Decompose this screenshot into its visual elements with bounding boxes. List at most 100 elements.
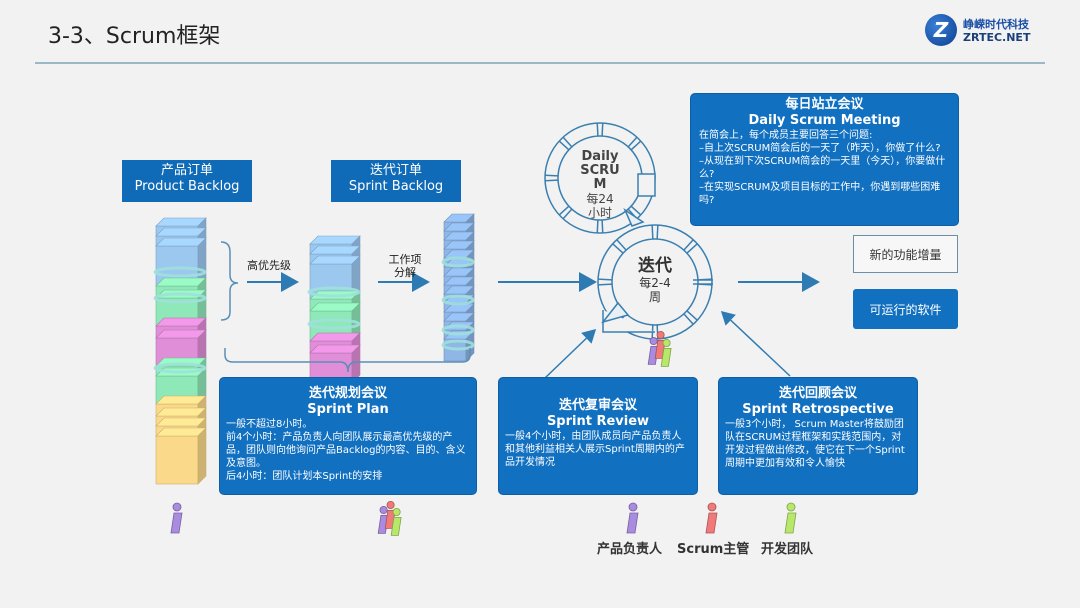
iteration-line3: 周 — [648, 290, 661, 304]
cycle-tick — [545, 179, 559, 182]
stack-ring — [153, 266, 207, 278]
role-label-dev-team: 开发团队 — [761, 542, 814, 557]
work-item-label-2: 分解 — [394, 266, 416, 279]
daily-line4: 每24 — [586, 192, 614, 206]
sprint-backlog-header: 迭代订单 Sprint Backlog — [331, 160, 461, 202]
cycle-tick — [651, 225, 654, 240]
product-backlog-cn: 产品订单 — [160, 163, 213, 178]
daily-meeting-line: –在实现SCRUM及项目目标的工作中，你遇到哪些困难吗? — [699, 182, 941, 206]
stack-block — [155, 435, 199, 485]
software-box: 可运行的软件 — [853, 289, 958, 329]
sprint-plan-box: 迭代规划会议 Sprint Plan 一般不超过8小时。 前4个小时：产品负责人… — [219, 377, 477, 495]
sprint-retro-box: 迭代回顾会议 Sprint Retrospective 一般3个小时， Scru… — [718, 377, 918, 495]
cycle-tick — [598, 278, 613, 281]
daily-line1: Daily — [581, 149, 619, 164]
cycle-tick — [656, 225, 659, 240]
daily-line3: M — [593, 177, 607, 192]
stack-block-top — [155, 317, 207, 327]
stack-block-top — [155, 427, 207, 437]
stack-block-top — [309, 235, 361, 245]
logo-name-en: ZRTEC.NET — [963, 31, 1031, 44]
cycle-tick — [616, 239, 627, 251]
sprint-plan-line: 一般不超过8小时。 — [226, 419, 313, 430]
retro-arrow — [720, 310, 791, 377]
sprint-backlog-stack — [307, 235, 361, 384]
company-logo: Z 峥嵘时代科技 ZRTEC.NET — [925, 14, 1050, 48]
cycle-tick — [558, 140, 570, 151]
sprint-retro-title-cn: 迭代回顾会议 — [778, 386, 857, 401]
daily-meeting-line: 在简会上，每个成员主要回答三个问题: — [699, 130, 873, 141]
daily-line5: 小时 — [587, 206, 612, 220]
sprint-retro-title-en: Sprint Retrospective — [742, 402, 894, 417]
stack-block-top — [155, 237, 207, 247]
high-priority-label: 高优先级 — [247, 259, 291, 272]
cycle-tick — [558, 205, 570, 216]
work-item-label-1: 工作项 — [388, 253, 422, 266]
stack-block-top — [155, 217, 207, 227]
product-backlog-stack — [153, 217, 207, 485]
cycle-tick — [630, 205, 642, 216]
stack-ring — [153, 362, 207, 374]
sprint-plan-title-cn: 迭代规划会议 — [308, 386, 387, 401]
daily-meeting-line: –自上次SCRUM简会后的一天了（昨天），你做了什么? — [699, 143, 941, 154]
stack-ring — [441, 324, 475, 336]
daily-line2: SCRU — [580, 163, 620, 178]
daily-meeting-line: –从现在到下次SCRUM简会的一天里（今天），你要做什么? — [699, 156, 946, 180]
stack-block-side — [197, 427, 207, 485]
cycle-tick — [596, 123, 599, 137]
cycle-tick — [601, 123, 604, 137]
stack-block-top — [309, 302, 361, 312]
cycle-tick — [601, 219, 604, 233]
stack-block-top — [309, 332, 361, 342]
review-arrow — [544, 328, 597, 379]
iteration-text: 迭代 每2-4 周 — [620, 256, 690, 304]
role-label-product-owner: 产品负责人 — [597, 542, 663, 557]
cycle-tick — [627, 136, 638, 148]
stack-block-top — [155, 395, 207, 405]
daily-scrum-meeting-box: 每日站立会议 Daily Scrum Meeting 在简会上，每个成员主要回答… — [690, 93, 959, 226]
stack-block-top — [309, 344, 361, 354]
sprint-backlog-en: Sprint Backlog — [348, 179, 444, 194]
title-divider — [35, 62, 1045, 64]
daily-scrum-text: Daily SCRU M 每24 小时 — [570, 149, 630, 221]
cycle-tick — [562, 208, 573, 220]
cycle-tick — [562, 136, 573, 148]
stack-block-top — [309, 255, 361, 265]
planning-bracket — [224, 348, 471, 373]
sprint-plan-line: 前4个小时：产品负责人向团队展示最高优先级的产品，团队则向他询问产品Backlo… — [226, 432, 466, 469]
cycle-tick — [686, 243, 698, 254]
task-stack — [441, 213, 475, 362]
sprint-retro-line: 一般3个小时， Scrum Master将鼓励团队在SCRUM过程框架和实践范围… — [725, 419, 905, 469]
page-title: 3-3、Scrum框架 — [48, 24, 221, 49]
logo-name-cn: 峥嵘时代科技 — [963, 18, 1029, 31]
sprint-plan-line: 后4小时：团队计划本Sprint的安排 — [226, 471, 383, 482]
stack-ring — [441, 256, 475, 268]
cycle-tick — [630, 140, 642, 151]
daily-meeting-title-cn: 每日站立会议 — [785, 97, 864, 112]
sprint-plan-title-en: Sprint Plan — [307, 402, 389, 417]
cycle-tick — [596, 219, 599, 233]
cycle-tick — [686, 310, 698, 321]
cycle-tick — [545, 174, 559, 177]
cycle-tick — [683, 239, 694, 251]
sprint-review-box: 迭代复审会议 Sprint Review 一般4个小时，由团队成员向产品负责人和… — [498, 377, 698, 495]
stack-block-top — [155, 407, 207, 417]
daily-meeting-title-en: Daily Scrum Meeting — [748, 113, 901, 128]
sprint-backlog-cn: 迭代订单 — [369, 163, 422, 178]
increment-box: 新的功能增量 — [853, 235, 958, 273]
stack-ring — [153, 292, 207, 304]
stack-block-top — [155, 277, 207, 287]
cycle-tick — [656, 324, 659, 339]
stack-block-top — [155, 417, 207, 427]
sprint-review-title-en: Sprint Review — [546, 414, 650, 429]
priority-bracket — [220, 241, 239, 321]
cycle-tick — [598, 283, 613, 286]
iteration-line1: 迭代 — [638, 256, 672, 276]
stack-block-top — [155, 329, 207, 339]
stack-ring — [307, 318, 361, 330]
product-backlog-en: Product Backlog — [134, 179, 240, 194]
stack-block-top — [155, 227, 207, 237]
cycle-tick — [612, 243, 624, 254]
stack-ring — [307, 286, 361, 298]
